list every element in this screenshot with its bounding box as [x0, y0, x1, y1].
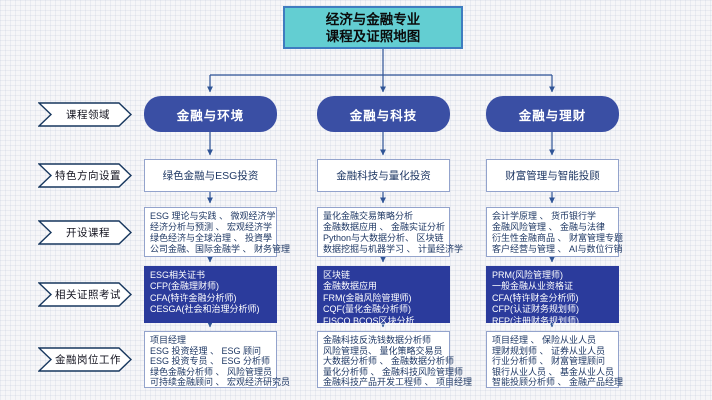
courses-box-wealth: 会计学原理 、 货币银行学 金融风险管理 、 金融与法律 衍生性金融商品 、 财…	[486, 207, 624, 257]
course-line: 经济分析与预测 、 宏观经济学	[150, 222, 273, 232]
job-line: 理财规划师 、 证券从业人员	[492, 345, 606, 356]
job-line: 绿色金融分析师 、 风险管理员	[150, 366, 273, 377]
column-header-finance-technology: 金融与科技	[317, 96, 450, 132]
column-header-finance-wealth: 金融与理财	[486, 96, 619, 132]
course-line: ESG 理论与实践 、 微观经济学	[150, 211, 276, 221]
cert-line: FISCO BCOS区块分析	[323, 315, 415, 326]
course-line: Python与大数据分析、 区块链	[323, 233, 444, 243]
cert-line: CFA(特许金融分析师)	[150, 292, 237, 303]
cert-line: RFP(注册财务规划师)	[492, 315, 579, 326]
jobs-box-environment: 项目经理 ESG 投资经理 、 ESG 顾问 ESG 投资专员 、 ESG 分析…	[144, 331, 291, 388]
row-label-text: 课程领域	[66, 109, 110, 121]
jobs-box-wealth: 项目经理 、 保险从业人员 理财规划师 、 证券从业人员 行业分析师 、 财富管…	[486, 331, 624, 388]
feature-box-wealth-roboadvisor: 财富管理与智能投顾	[486, 159, 619, 192]
job-line: 银行从业人员 、 基金从业人员	[492, 366, 615, 377]
cert-line: CFA(特许财金分析师)	[492, 292, 579, 303]
row-label-certifications: 相关证照考试	[38, 282, 132, 307]
feature-box-green-finance-esg: 绿色金融与ESG投资	[144, 159, 277, 192]
chevron-banner-shape	[38, 282, 132, 307]
chevron-banner-shape	[38, 163, 132, 188]
job-line: 金融科技反洗钱数据分析师	[323, 335, 432, 345]
courses-box-environment: ESG 理论与实践 、 微观经济学 经济分析与预测 、 宏观经济学 绿色经济与全…	[144, 207, 291, 257]
row-label-course-area: 课程领域	[38, 102, 132, 127]
job-line: ESG 投资专员 、 ESG 分析师	[150, 356, 271, 367]
cert-line: 一般金融从业资格证	[492, 281, 574, 292]
column-header-finance-environment: 金融与环境	[144, 96, 277, 132]
diagram-title: 经济与金融专业 课程及证照地图	[283, 6, 463, 49]
title-line-1: 经济与金融专业	[325, 11, 421, 27]
job-line: 大数据分析师 、 金融数据分析师	[323, 356, 455, 367]
cert-line: CESGA(社会和治理分析师)	[150, 304, 260, 315]
job-line: 风险管理员、 量化策略交易员	[323, 345, 443, 356]
certs-box-technology: 区块链 金融数据应用 FRM(金融风险管理师) CQF(量化金融分析师) FIS…	[317, 266, 450, 326]
row-label-feature-direction: 特色方向设置	[38, 163, 132, 188]
chevron-banner-shape	[38, 347, 132, 372]
certs-box-environment: ESG相关证书 CFP(金融理财师) CFA(特许金融分析师) CESGA(社会…	[144, 266, 277, 323]
course-line: 公司金融、国际金融学 、 财务管理	[150, 244, 291, 254]
cert-line: PRM(风险管理师)	[492, 270, 563, 280]
course-line: 金融数据应用 、 金融实证分析	[323, 222, 446, 232]
chevron-banner-shape	[38, 102, 132, 127]
job-line: 可持续金融顾问 、 宏观经济研究员	[150, 377, 291, 388]
course-line: 金融风险管理 、 金融与法律	[492, 222, 606, 232]
course-line: 会计学原理 、 货币银行学	[492, 211, 597, 221]
job-line: 项目经理 、 保险从业人员	[492, 335, 597, 345]
row-label-jobs: 金融岗位工作	[38, 347, 132, 372]
chevron-banner-shape	[38, 220, 132, 245]
courses-box-technology: 量化金融交易策略分析 金融数据应用 、 金融实证分析 Python与大数据分析、…	[317, 207, 464, 257]
course-line: 绿色经济与全球治理 、 投資學	[150, 233, 273, 243]
certs-box-wealth: PRM(风险管理师) 一般金融从业资格证 CFA(特许财金分析师) CFP(认证…	[486, 266, 619, 326]
course-line: 量化金融交易策略分析	[323, 211, 414, 221]
cert-line: ESG相关证书	[150, 270, 206, 280]
job-line: 量化分析师 、 金融科技风险管理师	[323, 366, 464, 377]
feature-box-fintech-quant: 金融科技与量化投资	[317, 159, 450, 192]
row-label-text: 特色方向设置	[55, 170, 121, 182]
job-line: 项目经理	[150, 335, 187, 345]
course-line: 衍生性金融商品 、 财富管理专题	[492, 233, 624, 243]
job-line: 行业分析师 、 财富管理顾问	[492, 356, 606, 367]
job-line: 金融科技产品开发工程师 、 项目经理	[323, 377, 473, 388]
row-label-text: 相关证照考试	[55, 289, 121, 301]
cert-line: FRM(金融风险管理师)	[323, 292, 412, 303]
job-line: ESG 投资经理 、 ESG 顾问	[150, 345, 262, 356]
row-label-text: 金融岗位工作	[55, 354, 121, 366]
course-line: 数据挖掘与机器学习 、 计量经济学	[323, 244, 464, 254]
row-label-text: 开设课程	[66, 227, 110, 239]
jobs-box-technology: 金融科技反洗钱数据分析师 风险管理员、 量化策略交易员 大数据分析师 、 金融数…	[317, 331, 473, 388]
cert-line: 金融数据应用	[323, 281, 378, 292]
course-line: 客户经营与管理 、 AI与数位行销	[492, 244, 623, 254]
cert-line: CFP(认证财务规划师)	[492, 304, 579, 315]
title-line-2: 课程及证照地图	[325, 28, 421, 44]
cert-line: CQF(量化金融分析师)	[323, 304, 411, 315]
job-line: 智能投顾分析师 、 金融产品经理	[492, 377, 624, 388]
cert-line: 区块链	[323, 270, 351, 280]
cert-line: CFP(金融理财师)	[150, 281, 219, 292]
row-label-courses: 开设课程	[38, 220, 132, 245]
